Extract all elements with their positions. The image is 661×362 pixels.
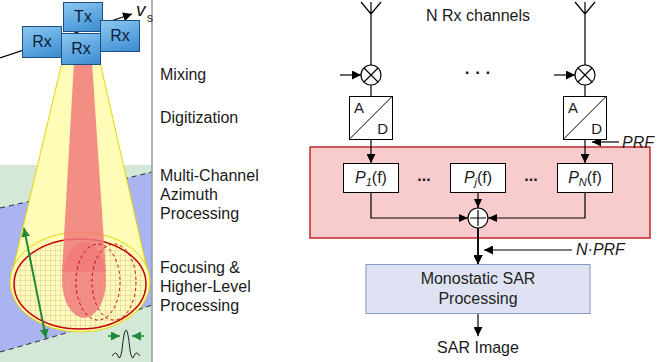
signal-connector [478, 193, 585, 264]
filter-box: Pj(f) [450, 163, 506, 193]
adc-letter: A [568, 99, 578, 116]
filter-label-part: (f) [477, 169, 492, 186]
swath-width-arrow [24, 228, 46, 338]
adc-letter: D [377, 120, 388, 137]
rx-footprint-dashed [92, 244, 136, 320]
sum-input-head [488, 214, 497, 222]
lo-input-arrow [340, 74, 361, 75]
clock-label: PRF [622, 133, 654, 152]
ellipsis: ... [417, 166, 430, 185]
adc-letter: D [591, 120, 602, 137]
filter-label-part: (f) [587, 169, 602, 186]
resolution-arrow [132, 335, 144, 337]
filter-label: PN(f) [568, 169, 602, 188]
sum-input-head [459, 214, 468, 222]
ellipsis: ... [524, 166, 537, 185]
antenna-symbol [361, 2, 381, 65]
summation-cross [470, 210, 486, 226]
prf-arrow [592, 141, 619, 142]
signal-wire [370, 85, 371, 96]
mixer-cross [364, 68, 378, 82]
velocity-subscript: s [147, 11, 153, 25]
mixer-cross [578, 68, 592, 82]
adc-box: AD [349, 96, 393, 140]
filter-label-part: P [355, 169, 366, 186]
antenna-symbol [575, 2, 595, 65]
velocity-symbol: v [136, 0, 146, 22]
ellipsis: · · · [465, 63, 491, 83]
stage-label: Multi-Channel Azimuth Processing [160, 166, 292, 224]
stage-label: Digitization [160, 108, 238, 127]
filter-label: P1(f) [355, 169, 387, 188]
output-label: SAR Image [437, 338, 519, 357]
filter-label-part: P [568, 169, 579, 186]
beam-footprint [10, 232, 150, 332]
filter-box: P1(f) [343, 163, 399, 193]
nprf-arrow [484, 249, 572, 250]
impulse-response [112, 330, 140, 358]
azimuth-processing-block [310, 147, 650, 238]
process-label: Monostatic SAR Processing [408, 269, 548, 309]
filter-label: Pj(f) [464, 169, 492, 188]
panel-label: Tx [74, 8, 92, 26]
antenna-panel: Rx [22, 26, 62, 58]
rx-beam [62, 62, 106, 272]
output-arrow [477, 313, 478, 336]
footprint-outline [14, 239, 146, 329]
summation-symbol [468, 208, 488, 228]
adc-diagonal-line [564, 97, 606, 139]
adc-diagonal-line [350, 97, 392, 139]
divider [151, 0, 153, 362]
antenna-panel: Rx [61, 33, 101, 65]
antenna-panel: Rx [100, 20, 140, 52]
filter-label-part: j [475, 176, 477, 188]
signal-connector [370, 140, 371, 163]
sum-input-head [474, 199, 482, 208]
adc-letter: A [354, 99, 364, 116]
signal-connector [371, 193, 478, 264]
filter-box: PN(f) [557, 163, 613, 193]
process-box: Monostatic SAR Processing [366, 264, 591, 314]
filter-label-part: (f) [372, 169, 387, 186]
signal-connector [584, 140, 585, 163]
clock-label: N·PRF [576, 240, 625, 259]
channel-count: N Rx channels [426, 6, 530, 25]
resolution-arrow [108, 335, 120, 337]
signal-wire [584, 85, 585, 96]
filter-label-part: N [579, 176, 587, 188]
panel-label: Rx [32, 33, 52, 51]
stage-label: Mixing [160, 65, 206, 84]
lo-input-arrow [554, 74, 575, 75]
filter-label-part: 1 [366, 176, 372, 188]
antenna-panel: Tx [63, 2, 103, 32]
panel-label: Rx [71, 40, 91, 58]
rx-footprint [62, 242, 106, 318]
stage-label: Focusing & Higher-Level Processing [160, 258, 282, 316]
mixer-symbol [575, 65, 595, 85]
adc-box: AD [563, 96, 607, 140]
mixer-symbol [361, 65, 381, 85]
panel-label: Rx [110, 27, 130, 45]
filter-label-part: P [464, 169, 475, 186]
